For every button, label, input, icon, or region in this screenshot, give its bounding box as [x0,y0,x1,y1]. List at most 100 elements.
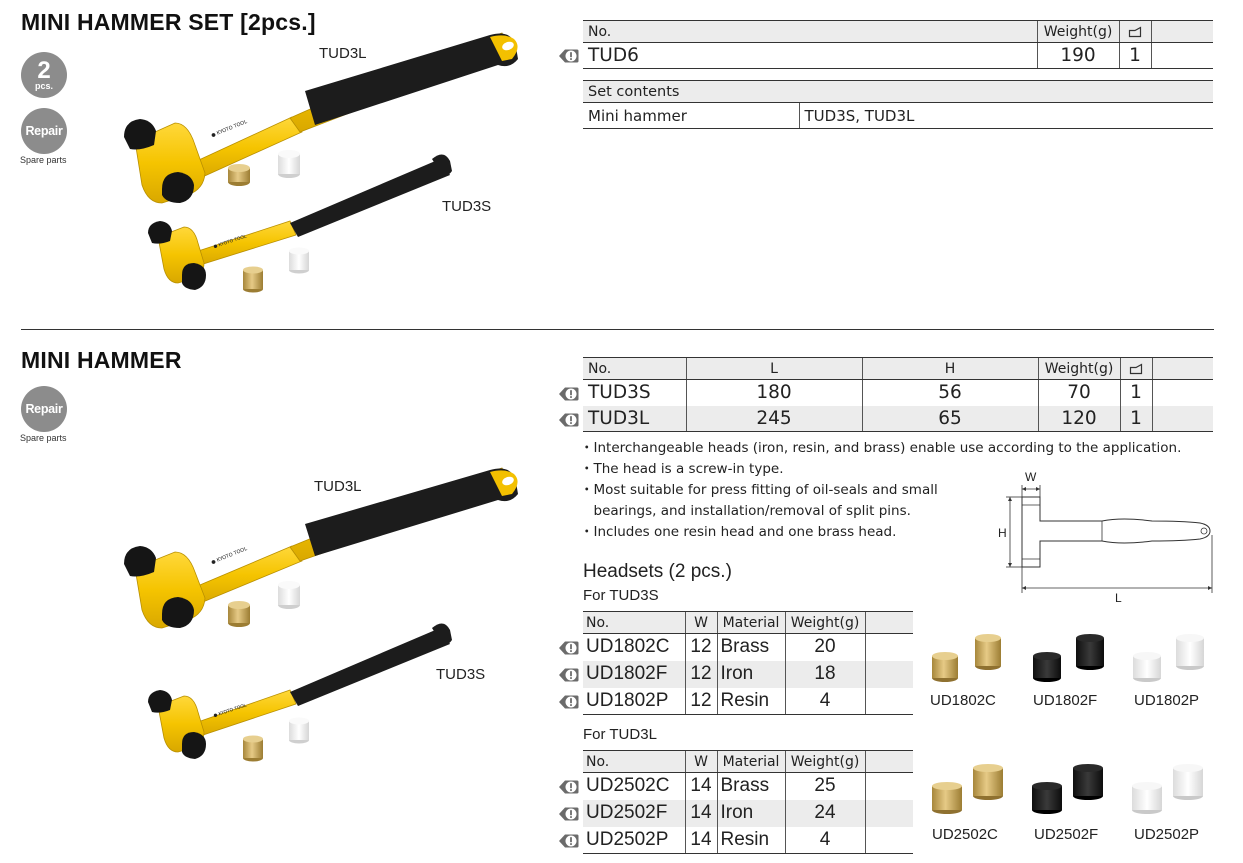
cell-w: 12 [684,687,717,715]
spare-heads-large [228,581,300,627]
set-spare-heads-small [243,247,309,293]
cell-material: Iron [716,660,785,688]
exclamation-tag-icon [557,667,579,683]
table-row: TUD3L 245 65 120 1 [583,405,1213,432]
table-row: TUD6 190 1 [583,42,1213,69]
cell-no: UD2502P [583,826,685,854]
cell-qty: 1 [1119,405,1152,432]
headset-group-label: For TUD3L [583,726,657,743]
col-header-w: W [684,750,717,773]
col-header-weight: Weight(g) [784,750,865,773]
set-contents-value: TUD3S, TUD3L [798,102,1213,129]
exclamation-tag-icon [557,694,579,710]
cell-weight: 25 [784,772,865,800]
headset-image-ud2502c [932,764,1003,814]
cell-empty [864,633,913,661]
cell-no: UD1802P [583,687,685,715]
headsets-title: Headsets (2 pcs.) [583,561,732,582]
col-header-empty [1150,20,1213,43]
note-item: ・Most suitable for press fitting of oil-… [580,482,938,498]
headset-image-ud1802p [1133,634,1204,682]
cell-weight: 24 [784,799,865,827]
cell-material: Iron [716,799,785,827]
spare-heads-small [243,717,309,762]
cell-empty [1151,379,1213,406]
cell-qty: 1 [1119,379,1152,406]
cell-weight: 20 [784,633,865,661]
hammer-dimension-diagram: W H L [998,470,1213,605]
headset-caption: UD2502P [1134,826,1200,843]
cell-no: UD1802C [586,636,670,658]
col-header-material: Material [716,750,785,773]
svg-text:● KYOTO TOOL: ● KYOTO TOOL [211,119,249,139]
set-image-label-tud3s: TUD3S [442,198,492,215]
cell-empty [864,660,913,688]
cell-qty: 1 [1118,42,1151,69]
cell-w: 14 [684,826,717,854]
cell-weight: 18 [784,660,865,688]
cell-weight: 70 [1037,379,1120,406]
col-header-l: L [685,357,862,380]
note-item: bearings, and installation/removal of sp… [580,503,911,519]
cell-material: Brass [716,633,785,661]
repair-badge: Repair [21,108,67,154]
pieces-badge-count: 2 [37,56,51,84]
headset-caption: UD2502F [1034,826,1099,843]
exclamation-tag-icon [557,806,579,822]
cell-weight: 190 [1036,42,1119,69]
spare-parts-label: Spare parts [20,155,67,165]
cell-empty [864,772,913,800]
table-row: UD1802F 12 Iron 18 [583,660,913,688]
headset-caption: UD1802F [1033,692,1098,709]
exclamation-tag-icon [557,779,579,795]
cell-no: UD2502C [586,775,670,797]
headset-image-ud2502p [1132,764,1203,814]
col-header-qty [1118,20,1151,43]
headset-image-ud1802c [932,634,1001,682]
col-header-h: H [861,357,1038,380]
package-icon [1129,362,1143,374]
feature-notes: ・Interchangeable heads (iron, resin, and… [580,438,1181,543]
hammer-spec-table: No. L H Weight(g) TUD3S 180 56 70 1 TUD3… [583,357,1213,432]
cell-weight: 4 [784,687,865,715]
col-header-w: W [684,611,717,634]
col-header-material: Material [716,611,785,634]
exclamation-tag-icon [557,640,579,656]
col-header-no: No. [583,20,1037,43]
table-row: UD2502C 14 Brass 25 [583,772,913,800]
headset-caption: UD1802C [930,692,996,709]
col-header-qty [1119,357,1152,380]
headset-table-tud3s: No. W Material Weight(g) UD1802C 12 Bras… [583,611,913,715]
image-label-tud3s: TUD3S [436,666,486,683]
repair-badge: Repair [21,386,67,432]
col-header-empty [864,611,913,634]
repair-badge-label: Repair [25,402,63,416]
cell-w: 12 [684,660,717,688]
col-header-weight: Weight(g) [1037,357,1120,380]
cell-weight: 120 [1037,405,1120,432]
col-header-no: No. [583,750,685,773]
cell-material: Resin [716,687,785,715]
exclamation-tag-icon [557,48,579,64]
cell-empty [864,799,913,827]
cell-w: 14 [684,799,717,827]
cell-no: TUD6 [583,42,1037,69]
cell-empty [864,826,913,854]
exclamation-tag-icon [557,412,579,428]
svg-text:● KYOTO TOOL: ● KYOTO TOOL [211,546,249,566]
diagram-label-h: H [998,526,1007,540]
hammer-small-image: ● KYOTO TOOL [148,154,452,290]
headset-table-tud3l: No. W Material Weight(g) UD2502C 14 Bras… [583,750,913,854]
note-item: ・The head is a screw-in type. [580,461,784,477]
cell-empty [1150,42,1213,69]
cell-no: UD1802F [583,660,685,688]
table-row: UD2502F 14 Iron 24 [583,799,913,827]
col-header-weight: Weight(g) [784,611,865,634]
headset-group-label: For TUD3S [583,587,659,604]
table-row: UD1802C 12 Brass 20 [583,633,913,661]
diagram-label-l: L [1115,591,1122,605]
cell-empty [1151,405,1213,432]
set-contents-header: Set contents [583,80,1213,103]
section-divider [21,329,1214,330]
pieces-badge: 2 pcs. [21,52,67,98]
